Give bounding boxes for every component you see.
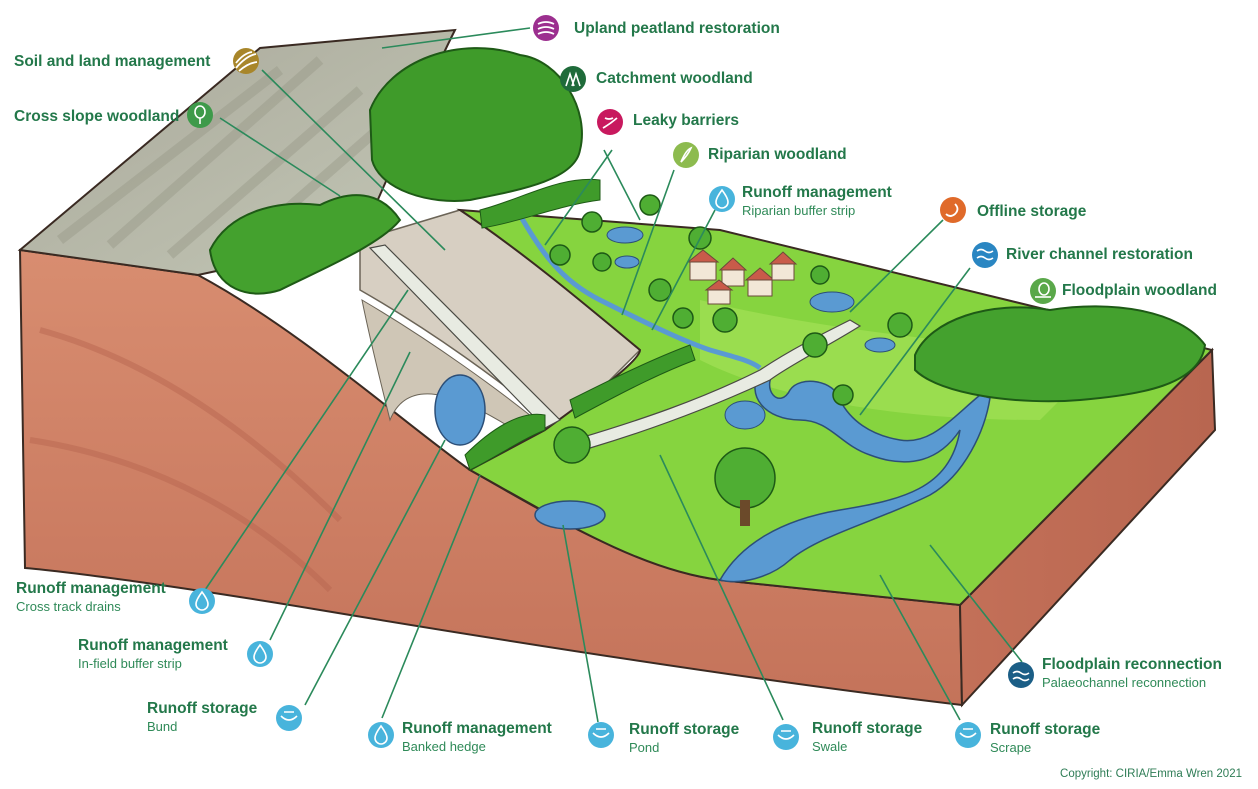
pond-valley — [724, 400, 766, 430]
label-leaky-barriers: Leaky barriers — [633, 112, 739, 129]
farm-track — [368, 244, 862, 449]
soil-strata — [29, 327, 343, 593]
label-floodplain-woodland: Floodplain woodland — [1062, 282, 1217, 299]
cross-slope-woodland-mass — [208, 194, 402, 295]
label-river-channel-restoration: River channel restoration — [1006, 246, 1193, 263]
runoff-storage-swale-icon — [773, 724, 799, 750]
pond-bund — [434, 374, 486, 446]
label-soil-and-land-management: Soil and land management — [14, 53, 211, 70]
runoff-storage-bund-icon — [276, 705, 302, 731]
runoff-storage-pond-icon — [588, 722, 614, 748]
pond-offline-2 — [864, 337, 896, 353]
label-catchment-woodland: Catchment woodland — [596, 70, 753, 87]
runoff-management-riparian-icon — [709, 186, 735, 212]
stream — [517, 213, 762, 371]
cross-slope-woodland-icon — [187, 102, 213, 128]
valley-hedge — [569, 344, 696, 419]
leader-lines — [204, 27, 1023, 723]
label-riparian-woodland: Riparian woodland — [708, 146, 847, 163]
upland-peatland-restoration-icon — [533, 15, 559, 41]
label-upland-peatland-restoration: Upland peatland restoration — [574, 20, 780, 37]
pond-runoff — [534, 500, 606, 530]
village — [686, 249, 798, 305]
offline-storage-icon — [940, 197, 966, 223]
pond-offline — [809, 291, 855, 313]
soil-and-land-management-icon — [233, 48, 259, 74]
floodplain-woodland-icon — [1030, 278, 1056, 304]
catchment-woodland-mass — [368, 47, 583, 202]
catchment-woodland-icon — [560, 66, 586, 92]
runoff-management-hedge-icon — [368, 722, 394, 748]
oak-trunk — [740, 500, 750, 526]
river-channel-restoration-icon — [972, 242, 998, 268]
label-cross-slope-woodland: Cross slope woodland — [14, 108, 180, 125]
floodplain-woodland-mass — [914, 305, 1207, 403]
scattered-trees — [549, 194, 913, 509]
label-offline-storage: Offline storage — [977, 203, 1087, 220]
soil-front-face — [18, 248, 964, 707]
riparian-hedge — [479, 178, 601, 229]
leaky-barriers-icon — [597, 109, 623, 135]
runoff-management-cross-track-icon — [189, 588, 215, 614]
runoff-management-infield-icon — [247, 641, 273, 667]
floodplain-reconnection-icon — [1008, 662, 1034, 688]
runoff-storage-scrape-icon — [955, 722, 981, 748]
riparian-woodland-icon — [673, 142, 699, 168]
pond-small-2 — [614, 255, 640, 269]
pond-small-1 — [606, 226, 644, 244]
banked-hedge — [464, 413, 546, 471]
peat-stripes — [56, 56, 404, 259]
copyright-text: Copyright: CIRIA/Emma Wren 2021 — [1060, 768, 1242, 780]
